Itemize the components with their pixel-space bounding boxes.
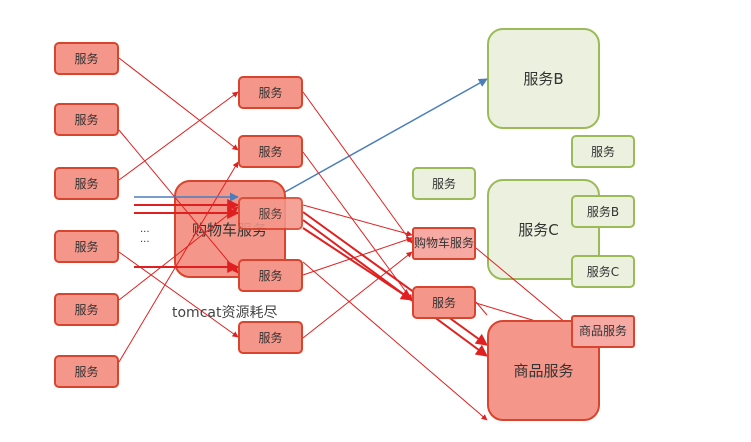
service-b-small: 服务B [571,195,635,228]
arrow [302,211,488,346]
service-c-small: 服务C [571,255,635,288]
service-b-large: 服务B [487,28,600,129]
service-box: 服务 [54,103,119,136]
service-box: 服务 [238,259,303,292]
cart-service-small: 购物车服务 [412,227,476,260]
arrow [302,204,413,237]
arrow [302,236,413,276]
arrow [302,227,414,301]
product-service-small: 商品服务 [571,315,635,348]
arrow [302,251,413,339]
arrow [118,206,239,301]
arrow [475,301,488,316]
arrow [475,247,573,329]
service-box: 服务 [238,135,303,168]
service-box: 服务 [54,293,119,326]
service-box: 服务 [54,167,119,200]
service-box: 服务 [54,42,119,75]
service-box: 服务 [238,76,303,109]
service-box: 服务 [54,355,119,388]
arrow [118,251,239,338]
tomcat-exhausted-note: tomcat资源耗尽 [172,305,278,321]
arrow [118,129,239,274]
service-box-green: 服务 [571,135,635,168]
service-box: 服务 [238,321,303,354]
service-box: 服务 [54,230,119,263]
arrow [118,91,239,181]
arrow [302,151,413,301]
service-box: 服务 [412,286,476,319]
ellipsis-text: ··· ··· [140,227,150,248]
service-box-green: 服务 [412,167,476,200]
arrow [118,161,239,363]
arrow [302,91,413,244]
service-box: 服务 [238,197,303,230]
arrow [118,57,239,151]
arrow [302,261,488,421]
